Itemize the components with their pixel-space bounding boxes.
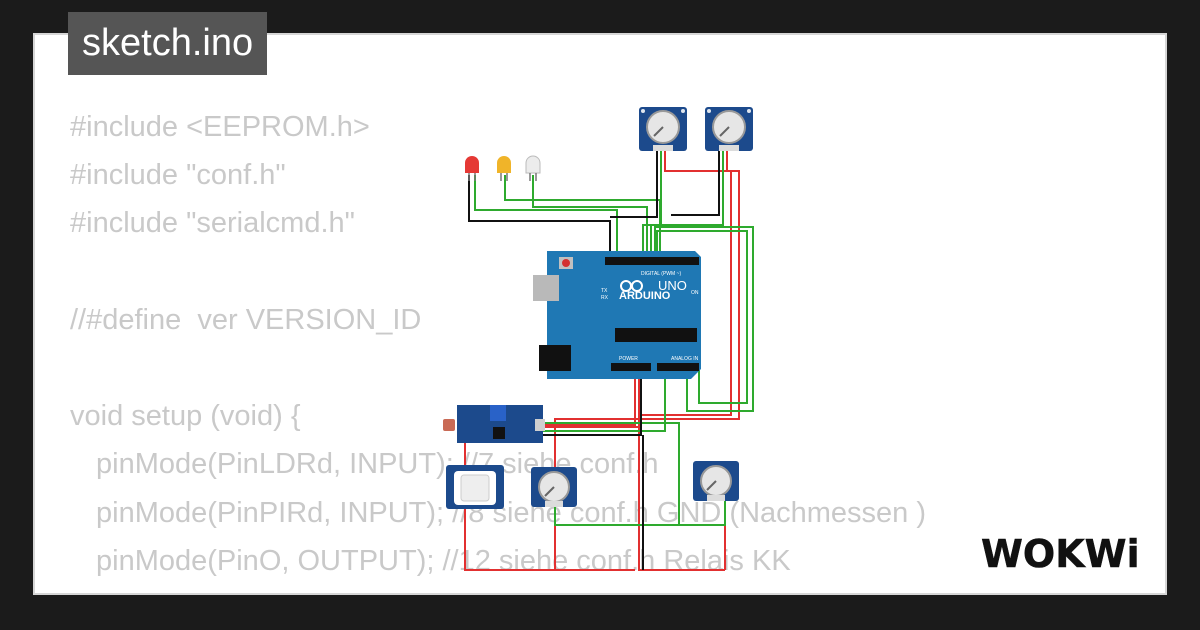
code-line: void setup (void) { bbox=[70, 400, 301, 433]
code-line: #include "conf.h" bbox=[70, 159, 286, 192]
code-line: pinMode(PinO, OUTPUT); //12 siehe conf.h… bbox=[96, 544, 791, 577]
black-wires bbox=[468, 146, 720, 570]
analog-label: ANALOG IN bbox=[671, 356, 699, 362]
rx-label: RX bbox=[601, 295, 609, 301]
white-led[interactable] bbox=[525, 155, 541, 181]
code-line: pinMode(PinPIRd, INPUT); //8 siehe conf.… bbox=[96, 496, 927, 529]
potentiometer[interactable] bbox=[639, 107, 687, 151]
on-label: ON bbox=[691, 290, 699, 296]
green-wires bbox=[474, 146, 754, 526]
logo-text: WOKWi bbox=[981, 532, 1140, 576]
yellow-led[interactable] bbox=[497, 156, 511, 181]
board-brand: ARDUINO bbox=[619, 290, 671, 302]
preview-card: #include <EEPROM.h> #include "conf.h" #inc… bbox=[33, 33, 1167, 595]
potentiometer[interactable] bbox=[705, 107, 753, 151]
tx-label: TX bbox=[601, 288, 608, 294]
red-led[interactable] bbox=[465, 156, 479, 181]
power-label: POWER bbox=[619, 356, 638, 362]
code-line: #include <EEPROM.h> bbox=[70, 111, 370, 143]
board-model: UNO bbox=[658, 278, 687, 293]
code-line: #include "serialcmd.h" bbox=[70, 207, 355, 240]
wokwi-logo-mark: WOKWi bbox=[981, 532, 1140, 577]
wokwi-logo: WOKWi bbox=[975, 525, 1150, 581]
potentiometer[interactable] bbox=[693, 461, 739, 501]
file-tab[interactable]: sketch.ino bbox=[68, 12, 268, 75]
pir-motion-sensor[interactable] bbox=[446, 465, 504, 509]
code-line: Serial.begin(BAUD_RATE); bbox=[70, 585, 926, 594]
circuit-diagram: ARDUINO UNO DIGITAL (PWM ~) POWER ANALOG… bbox=[443, 107, 754, 571]
code-editor: #include <EEPROM.h> #include "conf.h" #inc… bbox=[70, 103, 927, 594]
arduino-infinity-icon bbox=[620, 280, 643, 292]
digital-label: DIGITAL (PWM ~) bbox=[641, 271, 681, 277]
code-line: pinMode(PinLDRd, INPUT); //7 siehe conf.… bbox=[96, 448, 659, 481]
ldr-sensor-module[interactable] bbox=[443, 405, 545, 443]
potentiometer[interactable] bbox=[531, 467, 577, 507]
arduino-uno-board[interactable]: ARDUINO UNO DIGITAL (PWM ~) POWER ANALOG… bbox=[533, 251, 701, 379]
code-line: //#define ver VERSION_ID bbox=[70, 303, 422, 336]
